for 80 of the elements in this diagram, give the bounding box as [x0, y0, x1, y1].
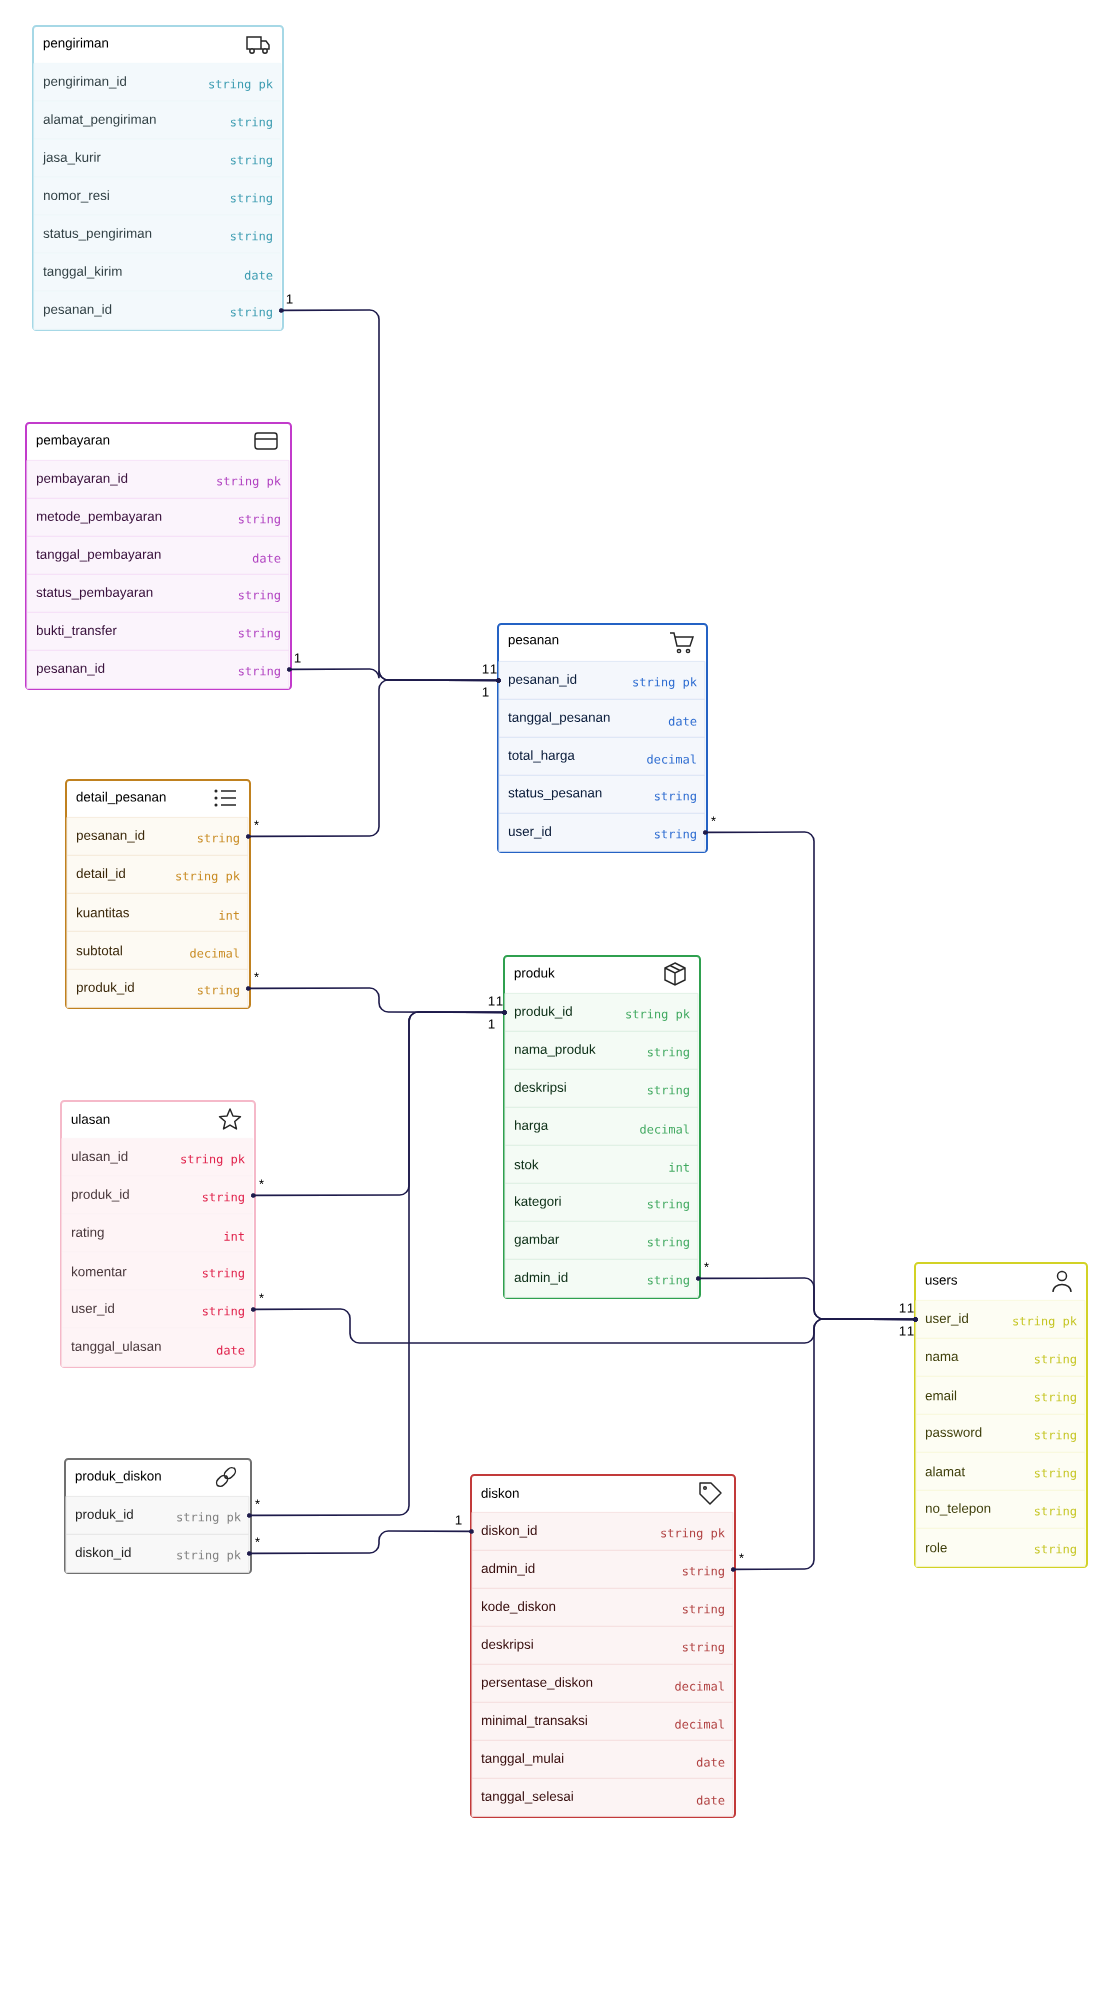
table-row: diskon_id string pk [65, 1534, 250, 1573]
table-row: metode_pembayaran string [26, 498, 290, 537]
cardinality-label: * [259, 1293, 264, 1299]
table-row: produk_id string pk [504, 993, 699, 1032]
table-row: user_id string [61, 1290, 254, 1329]
table-row: status_pembayaran string [26, 574, 290, 613]
table-row: persentase_diskon decimal [471, 1664, 734, 1703]
table-row: diskon_id string pk [471, 1512, 734, 1551]
relationship-line [246, 678, 501, 839]
cardinality-label: 1 [294, 653, 301, 663]
table-row: nama_produk string [504, 1031, 699, 1070]
table-row: produk_id string [61, 1176, 254, 1215]
cardinality-label: 1 [488, 1019, 495, 1029]
table-row: tanggal_pembayaran date [26, 536, 290, 575]
table-row: admin_id string [471, 1550, 734, 1589]
table-row: gambar string [504, 1221, 699, 1260]
table-row: no_telepon string [915, 1490, 1086, 1529]
table-row: harga decimal [504, 1107, 699, 1146]
cardinality-label: 1 [907, 1326, 914, 1336]
table-row: stok int [504, 1145, 699, 1184]
relationship-line [731, 1317, 918, 1572]
table-row: produk_id string [66, 969, 249, 1008]
table-row: deskripsi string [504, 1069, 699, 1108]
table-row: nomor_resi string [33, 177, 282, 216]
table-row: minimal_transaksi decimal [471, 1702, 734, 1741]
table-row: alamat_pengiriman string [33, 101, 282, 140]
table-row: produk_id string pk [65, 1496, 250, 1535]
table-row: detail_id string pk [66, 855, 249, 894]
cardinality-label: * [254, 820, 259, 826]
table-row: email string [915, 1376, 1086, 1415]
cardinality-label: * [711, 816, 716, 822]
table-row: kuantitas int [66, 893, 249, 932]
table-row: subtotal decimal [66, 931, 249, 970]
table-row: jasa_kurir string [33, 139, 282, 178]
cardinality-label: * [255, 1537, 260, 1543]
table-row: komentar string [61, 1252, 254, 1291]
table-row: kategori string [504, 1183, 699, 1222]
table-row: user_id string pk [915, 1300, 1086, 1339]
cardinality-label: 1 [490, 664, 497, 674]
table-row: alamat string [915, 1452, 1086, 1491]
table-row: pesanan_id string [66, 817, 249, 856]
cardinality-label: 1 [488, 996, 495, 1006]
table-row: tanggal_selesai date [471, 1778, 734, 1817]
cardinality-label: * [255, 1499, 260, 1505]
relationship-line [247, 1010, 507, 1518]
table-row: admin_id string [504, 1259, 699, 1298]
table-row: rating int [61, 1214, 254, 1253]
table-row: nama string [915, 1338, 1086, 1377]
table-row: password string [915, 1414, 1086, 1453]
table-row: user_id string [498, 813, 706, 852]
table-row: pesanan_id string pk [498, 661, 706, 700]
cardinality-label: 1 [455, 1515, 462, 1525]
table-row: pesanan_id string [26, 650, 290, 689]
table-row: pengiriman_id string pk [33, 63, 282, 102]
table-row: status_pengiriman string [33, 215, 282, 254]
cardinality-label: 1 [482, 687, 489, 697]
cardinality-label: * [739, 1553, 744, 1559]
cardinality-label: 1 [286, 294, 293, 304]
cardinality-label: 1 [899, 1303, 906, 1313]
cardinality-label: * [259, 1179, 264, 1185]
cardinality-label: 1 [907, 1303, 914, 1313]
table-row: kode_diskon string [471, 1588, 734, 1627]
cardinality-label: 1 [482, 664, 489, 674]
table-row: tanggal_ulasan date [61, 1328, 254, 1367]
table-row: tanggal_kirim date [33, 253, 282, 292]
table-row: pesanan_id string [33, 291, 282, 330]
table-row: ulasan_id string pk [61, 1138, 254, 1177]
relationship-line [247, 1529, 474, 1556]
table-row: pembayaran_id string pk [26, 460, 290, 499]
table-row: bukti_transfer string [26, 612, 290, 651]
table-row: role string [915, 1528, 1086, 1567]
table-row: status_pesanan string [498, 775, 706, 814]
cardinality-label: 1 [899, 1326, 906, 1336]
cardinality-label: * [704, 1262, 709, 1268]
table-row: deskripsi string [471, 1626, 734, 1665]
table-row: tanggal_mulai date [471, 1740, 734, 1779]
table-row: total_harga decimal [498, 737, 706, 776]
cardinality-label: * [254, 972, 259, 978]
cardinality-label: 1 [496, 996, 503, 1006]
table-row: tanggal_pesanan date [498, 699, 706, 738]
